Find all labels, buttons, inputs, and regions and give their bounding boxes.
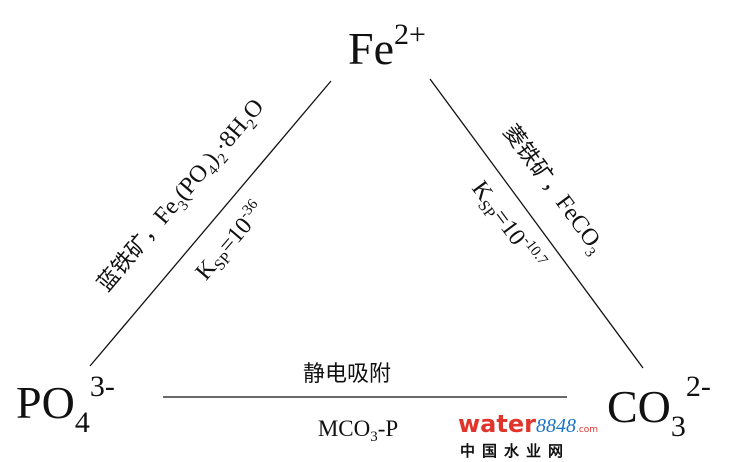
edge-line-left	[89, 80, 332, 367]
left-mineral-label: 蓝铁矿，Fe3(PO4)2·8H2O	[92, 94, 272, 299]
left-ksp-label: KSP=10-36	[189, 196, 273, 287]
node-fe2plus: Fe2+	[348, 18, 426, 74]
bottom-top-label: 静电吸附	[303, 362, 391, 387]
watermark-logo: water8848.com 中国水业网	[458, 410, 598, 460]
bottom-bottom-label: MCO3-P	[318, 416, 398, 445]
svg-text:water8848.com: water8848.com	[458, 410, 598, 438]
node-po4: PO43-	[16, 370, 115, 439]
edge-line-right	[429, 78, 644, 369]
svg-text:中国水业网: 中国水业网	[460, 442, 570, 460]
node-co3: CO32-	[607, 370, 711, 443]
